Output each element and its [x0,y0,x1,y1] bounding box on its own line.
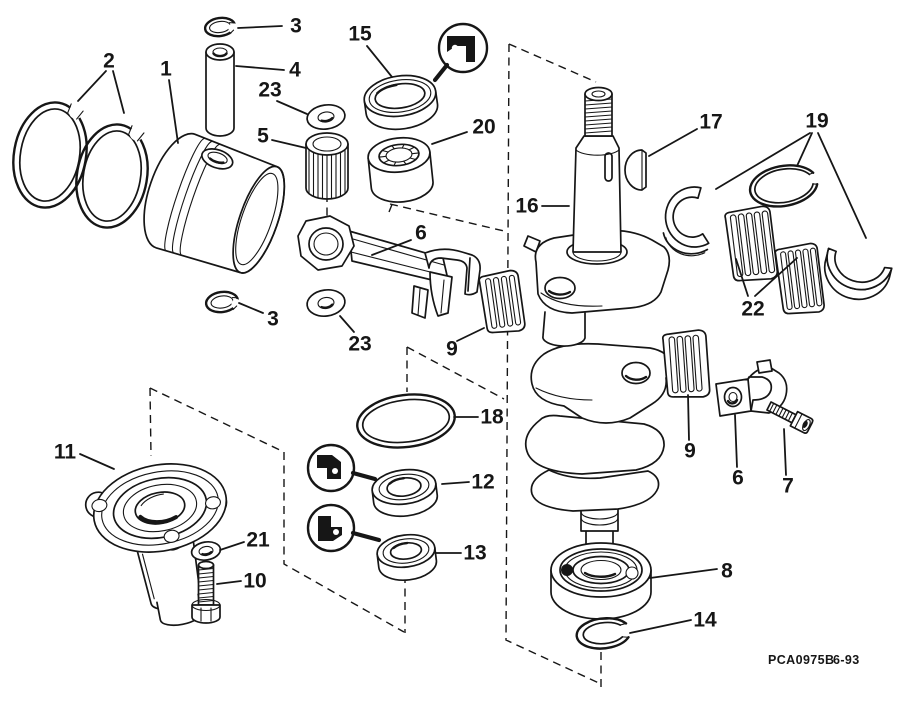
diagram-date: 6-93 [833,653,860,667]
part-label-15: 15 [348,23,372,46]
leader-line-19 [817,132,867,239]
seal-cross-section-detail-12 [306,443,356,493]
main-bearing-liner-right [823,247,893,301]
bearing-retaining-ring-bottom [575,617,630,650]
part-label-4: 4 [289,59,301,82]
o-ring [356,393,456,449]
part-label-5: 5 [257,125,269,148]
part-label-19: 19 [805,110,828,133]
detail-leader-15 [432,62,450,83]
leader-line-22 [754,257,798,297]
part-label-23: 23 [348,333,371,356]
center-main-bearing [367,136,434,203]
part-label-1: 1 [160,58,172,81]
leader-line-5 [271,139,307,149]
crankshaft [523,86,671,552]
rod-bearing-cage-lower [661,329,711,398]
leader-line-19 [796,132,813,167]
thrust-washer-bottom [306,289,346,317]
part-label-9: 9 [446,338,458,361]
main-bearing-liner-left [662,186,710,257]
rod-bearing-cage-upper [478,269,526,334]
part-label-3: 3 [267,308,279,331]
leader-line-6 [734,414,738,468]
part-label-18: 18 [480,406,504,429]
part-label-3: 3 [290,15,302,38]
diagram-code: PCA0975B [768,653,834,667]
leader-line-1 [168,79,179,144]
lower-main-ball-bearing [550,542,652,620]
bearing-retaining-ring [748,164,819,208]
part-label-21: 21 [246,529,270,552]
part-label-20: 20 [472,116,495,139]
detail-leader-12 [350,470,378,482]
part-label-14: 14 [693,609,717,632]
leader-line-12 [441,481,470,485]
wrist-pin-retaining-ring-bottom [204,290,242,314]
seal-cross-section-detail-13 [306,503,356,553]
dashed-guides [149,43,602,690]
leader-line-6 [371,239,412,256]
leader-line-8 [649,568,718,579]
part-label-6: 6 [415,222,427,245]
seal-cross-section-detail-15 [437,22,489,74]
part-label-9: 9 [684,440,696,463]
detail-leader-13 [350,530,382,543]
leader-line-3 [238,302,264,314]
leader-line-23 [276,100,308,115]
part-label-12: 12 [471,471,494,494]
part-label-8: 8 [721,560,733,583]
thrust-washer-top [306,103,346,131]
leader-line-2 [77,70,107,102]
leader-line-3 [237,25,283,29]
rod-big-end-fork [424,248,481,296]
piston-ring-right [75,123,149,229]
leader-line-20 [431,131,468,145]
woodruff-key [624,149,647,191]
leader-line-15 [366,45,393,78]
piston-pin-bearing-cage [305,132,349,200]
leader-line-19 [715,132,811,190]
leader-line-4 [235,65,285,71]
part-label-16: 16 [515,195,538,218]
crankshaft-seal-top [363,74,439,131]
leader-line-7 [783,428,787,476]
part-label-11: 11 [54,441,77,464]
rod-cap [715,359,788,417]
leader-line-11 [79,453,115,470]
leader-line-21 [219,541,245,551]
piston [143,132,286,274]
leader-line-9 [687,394,690,441]
connecting-rod [297,215,481,319]
needle-cage-b [774,242,825,315]
rod-cap-screw [766,401,814,434]
leader-line-10 [216,580,242,585]
leader-line-9 [456,327,485,342]
leader-line-23 [339,315,355,333]
lower-oil-seal [376,533,438,582]
head-screw-washer [190,540,222,562]
crankcase-head [84,463,228,627]
wrist-pin-retaining-ring-top [203,16,239,38]
head-screw [191,560,221,624]
needle-cage-a [724,205,779,282]
crankcase-head-seal [371,468,439,518]
leader-line-22 [735,258,749,297]
part-label-17: 17 [699,111,722,134]
part-label-7: 7 [782,475,794,498]
part-label-2: 2 [103,50,115,73]
leader-line-14 [629,619,692,634]
part-label-6: 6 [732,467,744,490]
part-label-22: 22 [741,298,764,321]
part-label-13: 13 [463,542,486,565]
wrist-pin [205,43,235,137]
part-label-10: 10 [243,570,266,593]
leader-line-17 [648,128,698,157]
leader-line-2 [112,70,125,114]
part-label-23: 23 [258,79,281,102]
